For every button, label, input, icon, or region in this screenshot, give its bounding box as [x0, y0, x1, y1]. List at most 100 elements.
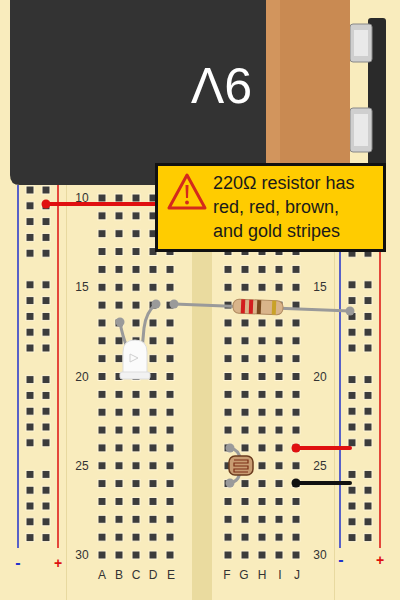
hole: [115, 515, 123, 523]
row-number: 30: [75, 549, 88, 561]
hole: [166, 515, 174, 523]
hole: [364, 312, 372, 320]
hole: [364, 328, 372, 336]
hole: [241, 355, 249, 363]
hole: [26, 297, 34, 305]
hole: [364, 407, 372, 415]
hole: [275, 533, 283, 541]
hole: [132, 390, 140, 398]
hole: [258, 265, 266, 273]
hole: [224, 390, 232, 398]
hole: [42, 218, 50, 226]
hole: [258, 551, 266, 559]
hole: [166, 480, 174, 488]
hole: [275, 355, 283, 363]
hole: [26, 249, 34, 257]
hole: [258, 373, 266, 381]
hole: [166, 390, 174, 398]
hole: [149, 551, 157, 559]
battery-copper-band: [266, 0, 350, 185]
hole: [241, 480, 249, 488]
hole: [292, 408, 300, 416]
wire-end: [292, 479, 301, 488]
hole: [166, 355, 174, 363]
hole: [26, 534, 34, 542]
hole: [115, 337, 123, 345]
hole: [224, 283, 232, 291]
hole: [42, 312, 50, 320]
hole: [115, 283, 123, 291]
hole: [149, 426, 157, 434]
hole: [42, 423, 50, 431]
hole: [275, 319, 283, 327]
callout-text: 220Ω resistor has red, red, brown, and g…: [213, 166, 371, 249]
hole: [258, 480, 266, 488]
battery-terminal: [354, 114, 368, 146]
hole: [275, 426, 283, 434]
hole: [98, 230, 106, 238]
hole: [115, 497, 123, 505]
hole: [115, 426, 123, 434]
resistor-stripe: [272, 301, 277, 315]
resistor-stripe: [257, 300, 262, 314]
hole: [26, 281, 34, 289]
battery-terminal: [350, 108, 372, 152]
hole: [26, 376, 34, 384]
hole: [241, 373, 249, 381]
hole: [132, 265, 140, 273]
column-letter: F: [223, 569, 230, 581]
hole: [26, 486, 34, 494]
lead-end: [346, 307, 355, 316]
hole: [149, 408, 157, 416]
battery-voltage: 9V: [191, 60, 252, 110]
hole: [292, 355, 300, 363]
hole: [98, 337, 106, 345]
hole: [132, 248, 140, 256]
hole: [275, 283, 283, 291]
hole: [26, 391, 34, 399]
hole: [98, 533, 106, 541]
black-wire: [296, 481, 350, 485]
hole: [258, 319, 266, 327]
resistor: [170, 299, 355, 315]
hole: [364, 502, 372, 510]
hole: [292, 515, 300, 523]
hole: [132, 301, 140, 309]
hole: [364, 486, 372, 494]
hole: [132, 230, 140, 238]
leg-end: [116, 318, 125, 327]
column-letter: E: [167, 569, 175, 581]
hole: [292, 551, 300, 559]
hole: [115, 230, 123, 238]
hole: [275, 265, 283, 273]
hole: [241, 426, 249, 434]
hole: [149, 265, 157, 273]
hole: [348, 534, 356, 542]
hole: [132, 319, 140, 327]
hole: [132, 283, 140, 291]
hole: [42, 233, 50, 241]
lead-end: [170, 300, 179, 309]
hole: [166, 533, 174, 541]
hole: [42, 328, 50, 336]
hole: [98, 426, 106, 434]
wire-end: [42, 200, 51, 209]
hole: [364, 297, 372, 305]
hole: [241, 319, 249, 327]
hole: [42, 470, 50, 478]
hole: [26, 202, 34, 210]
hole: [115, 480, 123, 488]
hole: [241, 533, 249, 541]
hole: [348, 423, 356, 431]
hole: [98, 551, 106, 559]
photoresistor: [226, 444, 254, 488]
hole: [364, 423, 372, 431]
hole: [42, 486, 50, 494]
hole: [98, 373, 106, 381]
battery-body: [10, 0, 350, 185]
hole: [241, 390, 249, 398]
hole: [166, 426, 174, 434]
hole: [292, 533, 300, 541]
hole: [275, 390, 283, 398]
column-letter: B: [115, 569, 123, 581]
